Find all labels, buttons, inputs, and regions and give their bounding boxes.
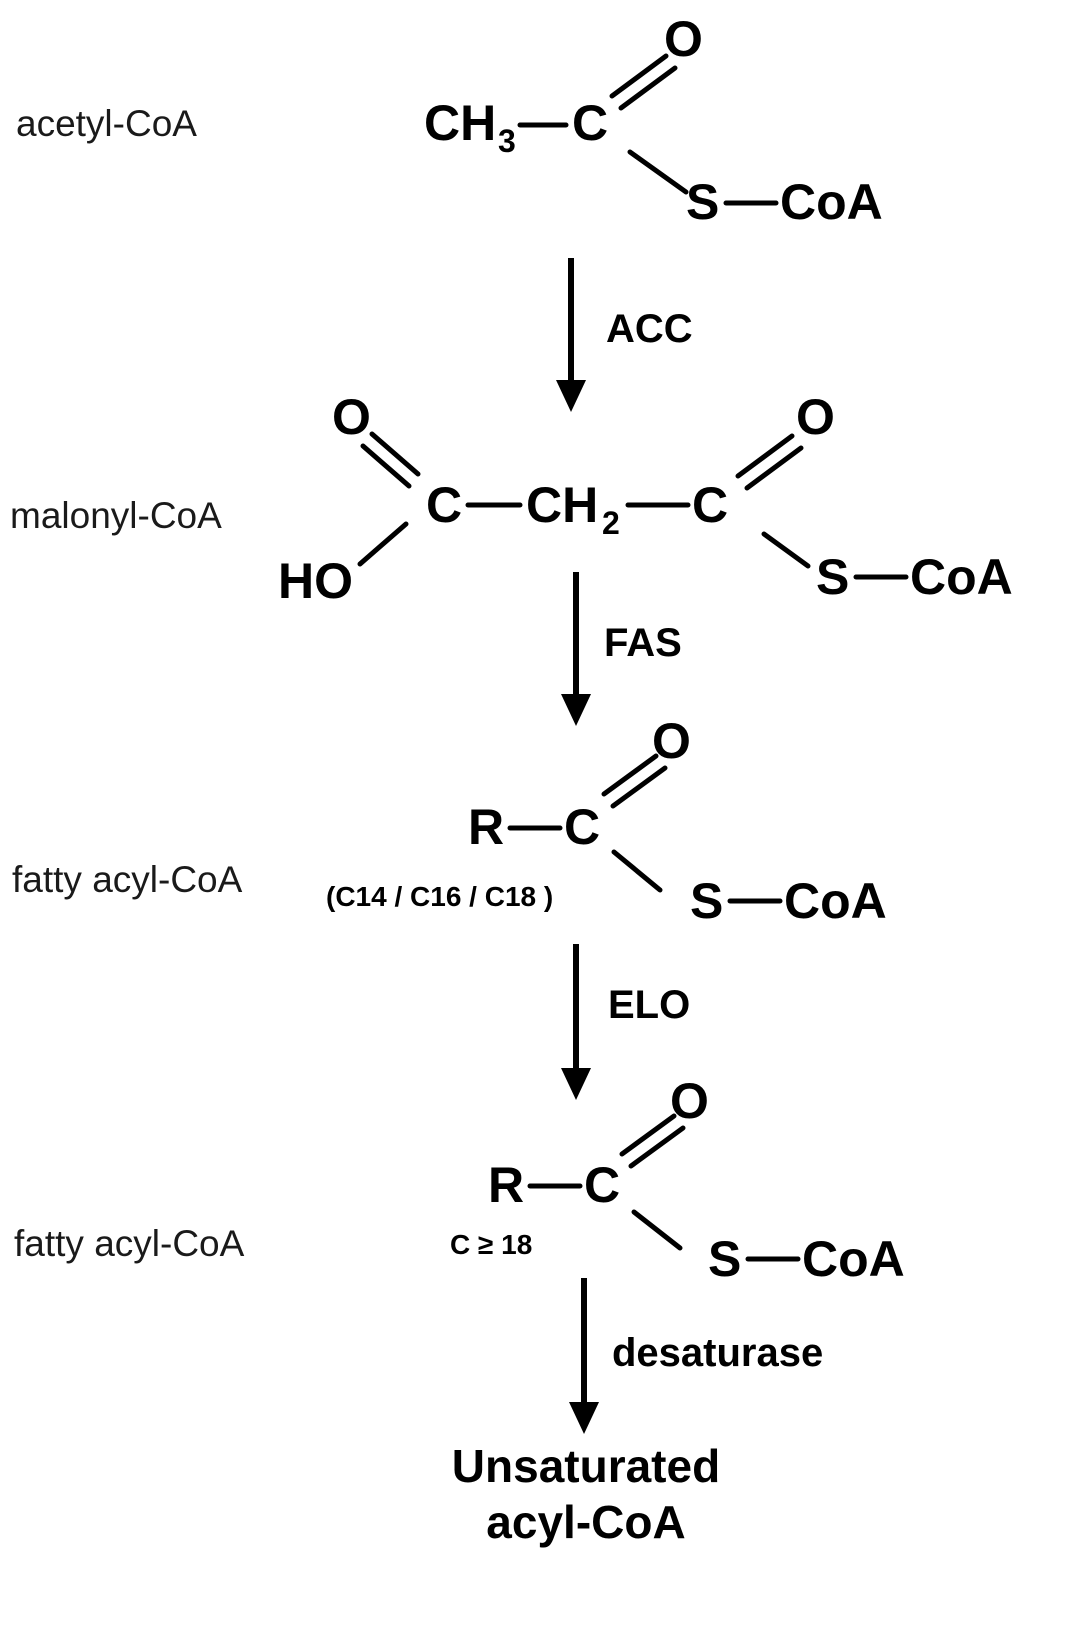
bond-c-s-acyl2: [631, 1209, 683, 1251]
bond-c-s-acyl1: [611, 849, 663, 893]
name-fatty-acyl-coa-2: fatty acyl-CoA: [14, 1223, 245, 1264]
enzyme-elo: ELO: [608, 983, 690, 1027]
atom-s-malonyl: S: [816, 549, 849, 605]
acetyl-coa-structure: CH 3 C O S CoA: [424, 11, 883, 230]
atom-s: S: [686, 174, 719, 230]
double-bond-acyl1-a: [601, 753, 659, 797]
chain-length-note: (C14 / C16 / C18 ): [326, 881, 553, 912]
atom-r: R: [468, 799, 504, 855]
double-bond-acyl1-b: [610, 765, 668, 809]
atom-o-left: O: [332, 389, 371, 445]
atom-coa-malonyl: CoA: [910, 549, 1013, 605]
atom-ch: CH: [424, 95, 496, 151]
product-line-1: Unsaturated: [452, 1440, 720, 1492]
bond-c-s-malonyl: [761, 531, 811, 569]
product-line-2: acyl-CoA: [486, 1496, 685, 1548]
enzyme-fas: FAS: [604, 621, 682, 665]
atom-s-acyl1: S: [690, 873, 723, 929]
arrow-elo: [561, 944, 591, 1100]
atom-o-acyl1: O: [652, 713, 691, 769]
atom-c-right: C: [692, 477, 728, 533]
atom-r-2: R: [488, 1157, 524, 1213]
chain-min-note: C ≥ 18: [450, 1229, 532, 1260]
double-bond-acyl2-b: [628, 1125, 686, 1169]
name-acetyl-coa: acetyl-CoA: [16, 103, 197, 144]
enzyme-acc: ACC: [606, 307, 693, 351]
fatty-acyl-coa-structure-1: R C O S CoA (C14 / C16 / C18 ): [326, 713, 887, 929]
name-malonyl-coa: malonyl-CoA: [10, 495, 222, 536]
double-bond-c-o-b: [618, 65, 678, 111]
name-fatty-acyl-coa-1: fatty acyl-CoA: [12, 859, 243, 900]
atom-o: O: [664, 11, 703, 67]
arrow-elo-head: [561, 1068, 591, 1100]
double-bond-acyl2-a: [619, 1113, 677, 1157]
arrow-acc-head: [556, 380, 586, 412]
fatty-acyl-coa-structure-2: R C O S CoA C ≥ 18: [450, 1073, 905, 1287]
arrow-desaturase: [569, 1278, 599, 1434]
arrow-desaturase-head: [569, 1402, 599, 1434]
atom-coa-acyl1: CoA: [784, 873, 887, 929]
atom-s-acyl2: S: [708, 1231, 741, 1287]
double-bond-c-o-a: [609, 53, 669, 99]
atom-o-acyl2: O: [670, 1073, 709, 1129]
bond-c-s: [627, 149, 689, 195]
atom-ch-middle: CH: [526, 477, 598, 533]
atom-coa: CoA: [780, 174, 883, 230]
double-bond-left-b: [360, 443, 412, 489]
subscript-3: 3: [498, 123, 516, 159]
atom-c-acyl1: C: [564, 799, 600, 855]
malonyl-coa-structure: O C CH 2 C O HO S CoA: [278, 389, 1013, 609]
arrow-fas-head: [561, 694, 591, 726]
double-bond-right-a: [735, 433, 795, 479]
arrow-acc: [556, 258, 586, 412]
enzyme-desaturase: desaturase: [612, 1331, 823, 1375]
atom-o-right: O: [796, 389, 835, 445]
atom-ho: HO: [278, 553, 353, 609]
double-bond-left-a: [369, 431, 421, 477]
subscript-2: 2: [602, 505, 620, 541]
atom-c: C: [572, 95, 608, 151]
double-bond-right-b: [744, 445, 804, 491]
atom-c-left: C: [426, 477, 462, 533]
atom-coa-acyl2: CoA: [802, 1231, 905, 1287]
arrow-fas: [561, 572, 591, 726]
bond-c-ho: [357, 521, 409, 567]
atom-c-acyl2: C: [584, 1157, 620, 1213]
